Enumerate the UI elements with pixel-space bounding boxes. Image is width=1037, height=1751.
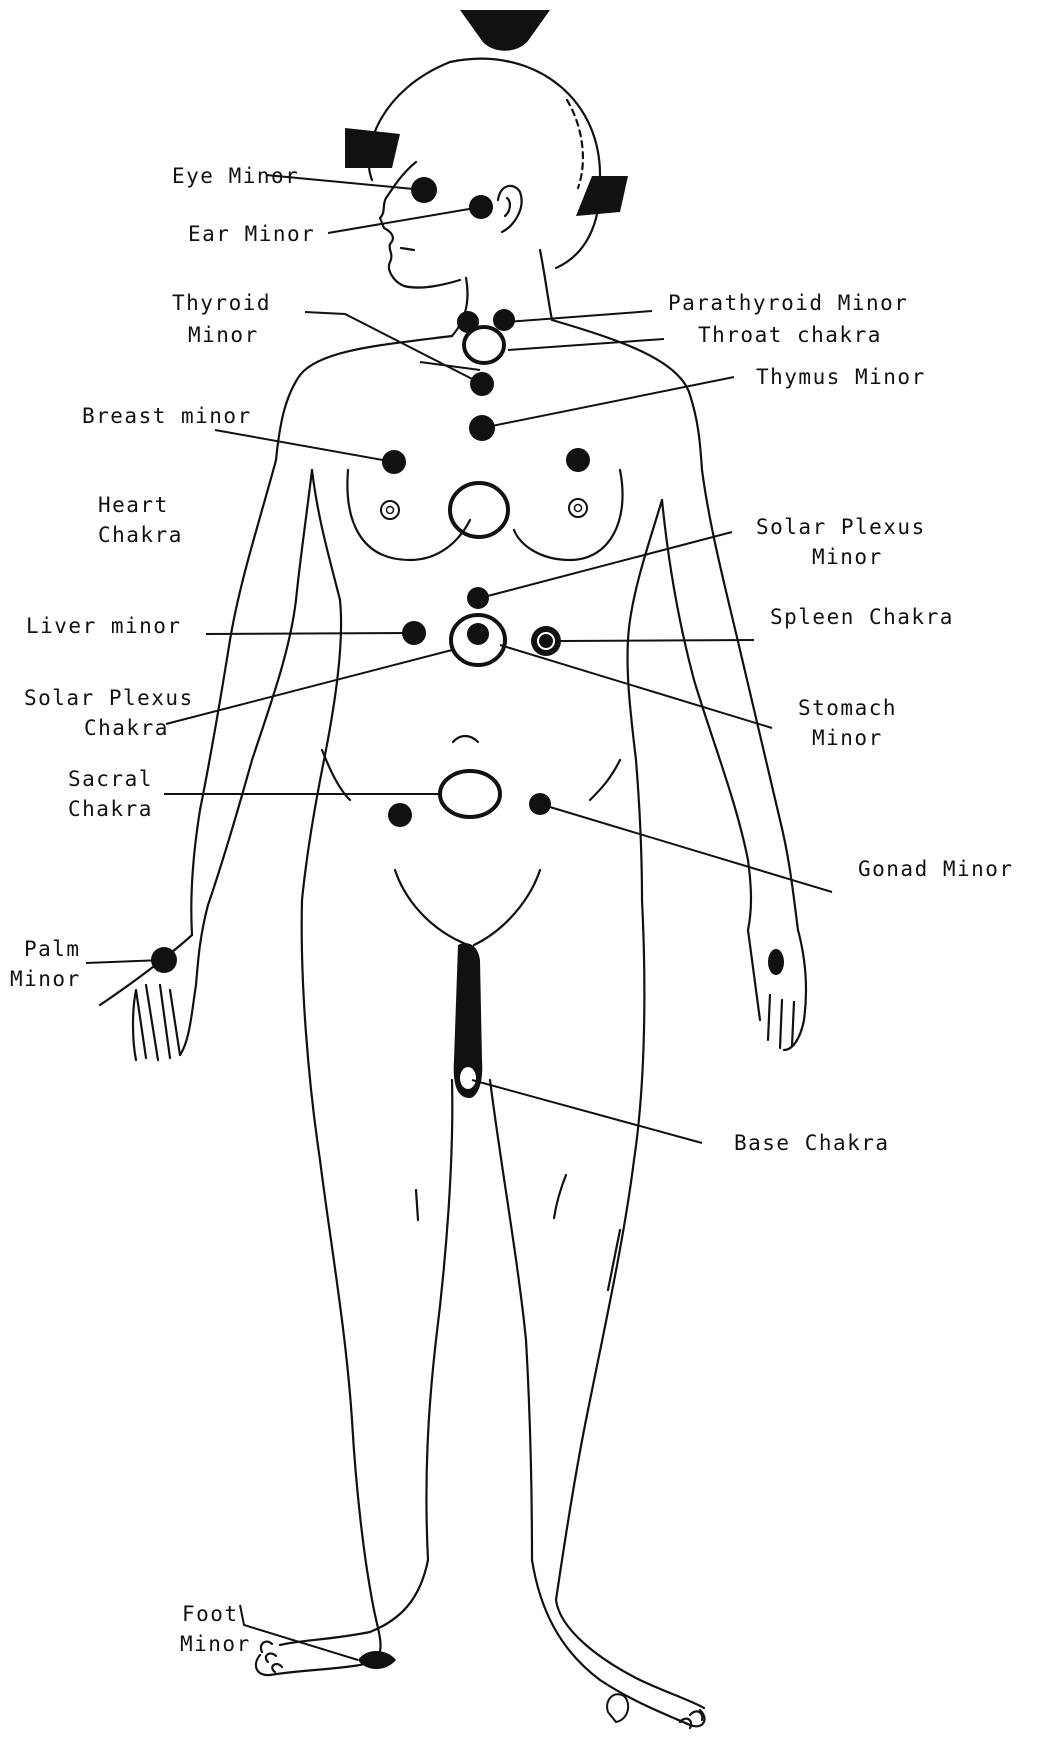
label-sacral-chakra-1: Sacral <box>68 767 153 791</box>
leader-lines <box>86 175 832 1660</box>
label-thyroid-minor-2: Minor <box>188 323 259 347</box>
label-gonad-minor: Gonad Minor <box>858 857 1014 881</box>
label-spleen-chakra: Spleen Chakra <box>770 605 954 629</box>
crown-marker <box>460 10 550 51</box>
label-stomach-minor-2: Minor <box>812 726 883 750</box>
solar-plexus-minor-point <box>467 587 489 609</box>
labels: Eye Minor Ear Minor Thyroid Minor Parath… <box>10 164 1014 1656</box>
throat-chakra-ring <box>464 327 504 363</box>
back-head-marker <box>576 176 628 216</box>
stomach-minor-point <box>467 623 489 645</box>
foot-minor-right-point <box>607 1694 628 1722</box>
label-eye-minor: Eye Minor <box>172 164 299 188</box>
label-solar-plexus-chakra-2: Chakra <box>84 716 169 740</box>
head-markers <box>345 10 628 216</box>
heart-chakra-ring <box>450 483 508 537</box>
label-ear-minor: Ear Minor <box>188 222 315 246</box>
label-thymus-minor: Thymus Minor <box>756 365 926 389</box>
label-foot-minor-2: Minor <box>180 1632 251 1656</box>
label-solar-plexus-minor-1: Solar Plexus <box>756 515 926 539</box>
label-foot-minor-1: Foot <box>182 1602 239 1626</box>
label-palm-minor-1: Palm <box>24 937 81 961</box>
label-stomach-minor-1: Stomach <box>798 696 897 720</box>
right-nipple <box>569 499 587 517</box>
label-heart-chakra-2: Chakra <box>98 523 183 547</box>
spleen-chakra-point <box>531 626 561 656</box>
label-palm-minor-2: Minor <box>10 967 81 991</box>
label-throat-chakra: Throat chakra <box>698 323 882 347</box>
label-base-chakra: Base Chakra <box>734 1131 890 1155</box>
foot-minor-left-point <box>358 1651 396 1669</box>
parathyroid-right-point <box>493 309 515 331</box>
label-parathyroid-minor: Parathyroid Minor <box>668 291 908 315</box>
label-breast-minor: Breast minor <box>82 404 252 428</box>
label-liver-minor: Liver minor <box>26 614 182 638</box>
breast-minor-right-point <box>566 448 590 472</box>
label-heart-chakra-1: Heart <box>98 493 169 517</box>
base-chakra-ring <box>459 1066 477 1090</box>
label-thyroid-minor-1: Thyroid <box>172 291 271 315</box>
forehead-marker <box>345 128 400 168</box>
left-nipple <box>381 501 399 519</box>
label-solar-plexus-chakra-1: Solar Plexus <box>24 686 194 710</box>
label-solar-plexus-minor-2: Minor <box>812 545 883 569</box>
sacral-chakra-ring <box>440 771 500 817</box>
palm-minor-right-point <box>768 949 784 975</box>
label-sacral-chakra-2: Chakra <box>68 797 153 821</box>
gonad-minor-left-point <box>388 803 412 827</box>
